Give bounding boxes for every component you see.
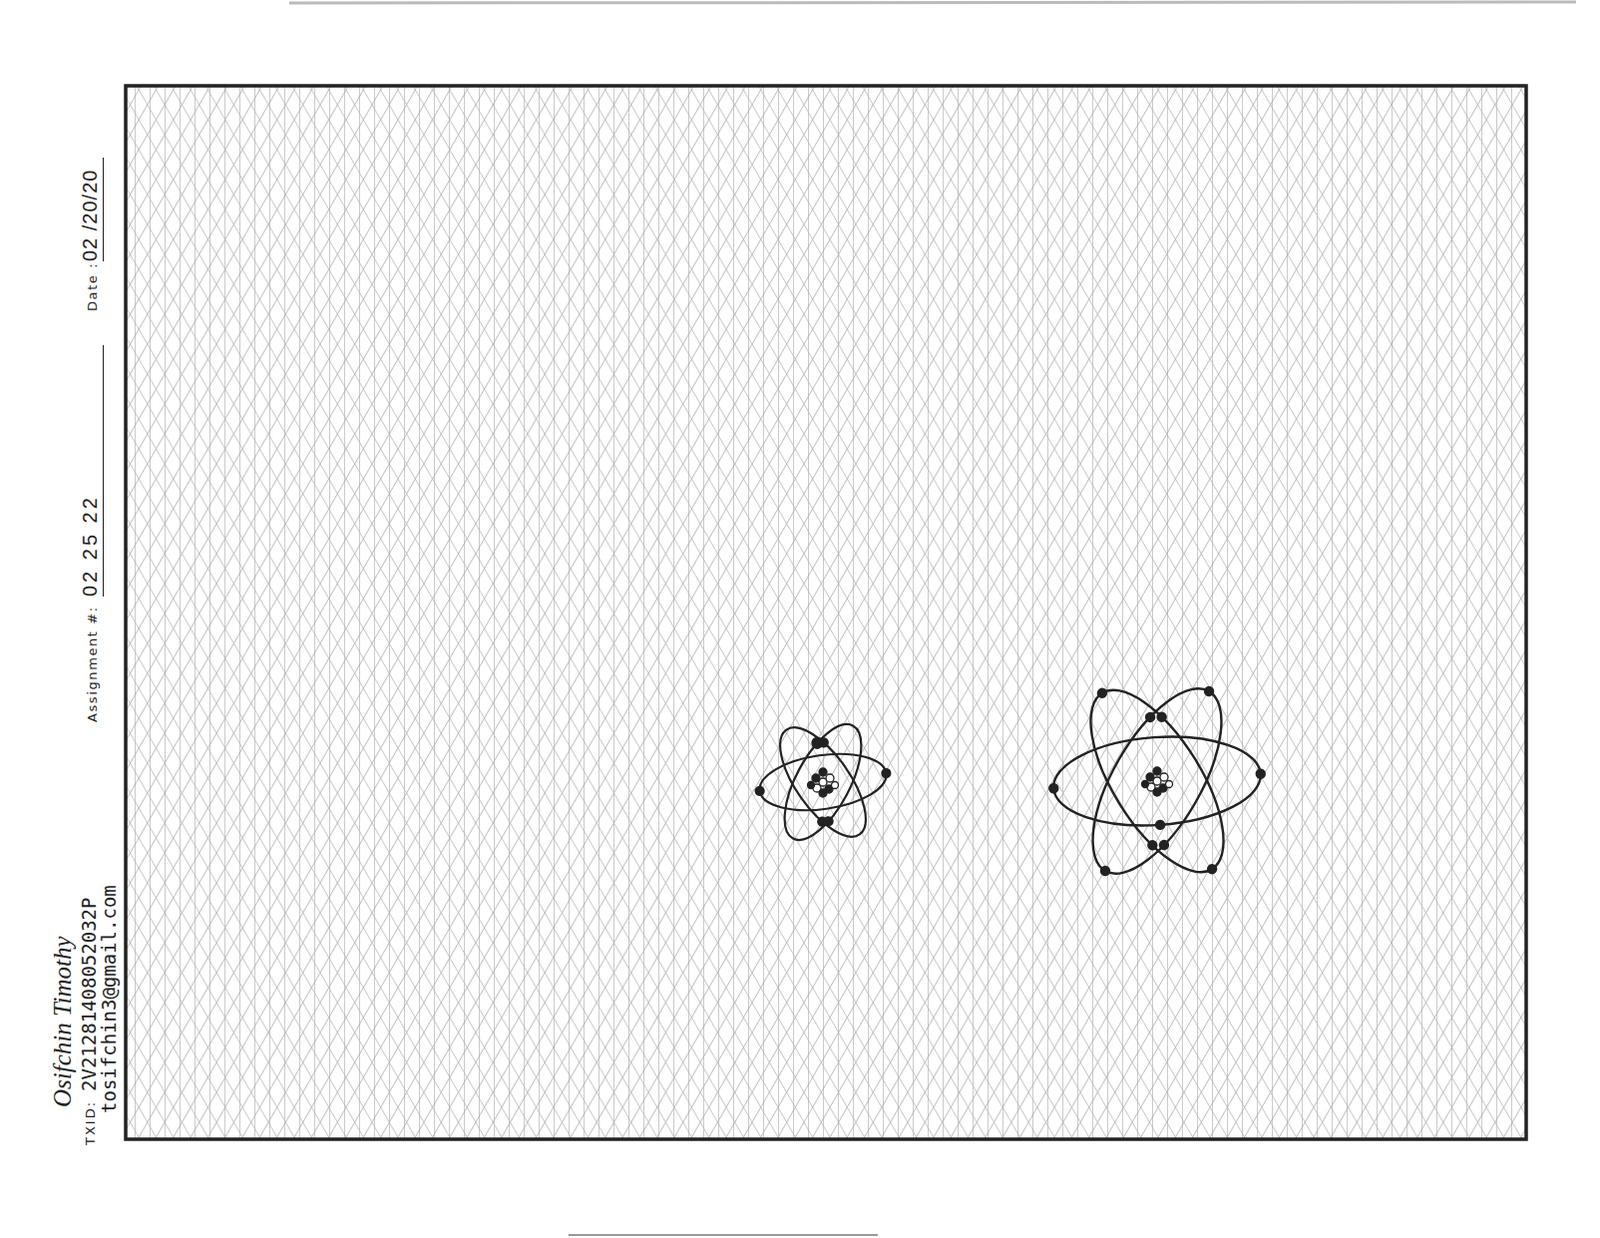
scan-edge [289,1,1577,3]
field-label: Date : [85,262,99,312]
txid-value: 2V21281408052032P [79,897,99,1092]
atom-large [1046,665,1268,896]
scan-edge [568,1233,878,1236]
field-label: Assignment #: [85,605,99,723]
student-name: Osifchin Timothy [49,935,75,1108]
date-value: 02 /20/20 [79,157,104,262]
atom-small [752,712,894,851]
isometric-grid [125,85,1527,1140]
border-frame [125,85,1527,1140]
txid-label: TXID: [83,1100,97,1146]
assignment-number: 02 25 22 [79,345,104,597]
email-address: tosifchin3@gmail.com [99,884,119,1114]
